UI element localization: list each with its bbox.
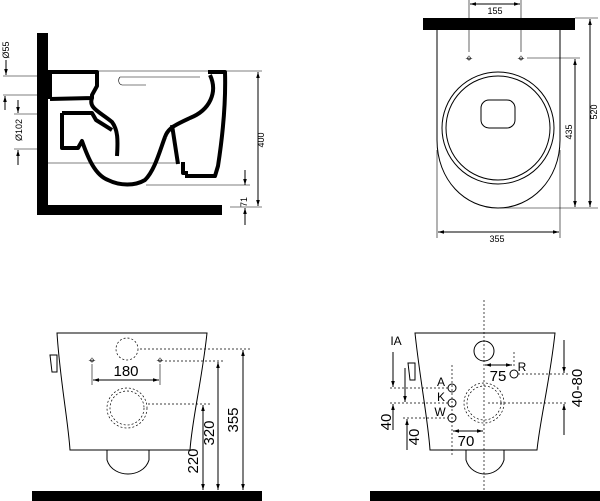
rim-detail [118,76,200,86]
flush-connector [49,354,58,373]
label-180: 180 [113,363,138,380]
fixing-point-right: ⌖ [157,353,164,367]
bowl-front [56,332,208,451]
label-71: 71 [239,197,249,207]
label-155: 155 [487,6,502,16]
bowl-front [414,332,556,451]
label-435: 435 [564,124,574,139]
bowl-bottom [465,450,505,475]
bowl-bottom [106,450,150,475]
label-k: K [437,390,445,404]
label-220: 220 [185,448,202,473]
top-view: ⌖ ⌖ 155 520 435 355 [423,0,599,244]
fixing-point-left: ⌖ [89,353,96,367]
floor [32,491,262,501]
label-320: 320 [201,420,218,445]
label-d55: Ø55 [1,41,11,58]
label-355: 355 [489,234,504,244]
seat-outline [436,30,561,209]
label-75: 75 [490,368,507,385]
bowl-opening [480,99,516,129]
fixing-hole-left: ⌖ [466,51,473,65]
wall [37,33,48,215]
flush-connector [407,362,416,381]
label-a: A [437,375,445,389]
side-view: 400 71 Ø55 Ø102 [1,33,266,225]
seat-ring [441,71,555,185]
label-d102: Ø102 [14,119,24,141]
label-355: 355 [225,407,242,432]
bowl-profile [48,70,228,187]
label-400: 400 [256,132,266,147]
floor [370,491,600,501]
label-520: 520 [589,104,599,119]
label-r: R [518,360,527,374]
label-40-80: 40-80 [569,369,586,407]
floor [37,205,222,215]
label-70: 70 [458,433,475,450]
connections-view: IA A K W R 75 70 40 40 40-80 [370,300,600,501]
label-w: W [434,405,446,419]
label-40-a: 40 [378,414,395,431]
label-40-b: 40 [406,429,423,446]
label-ia: IA [390,334,401,348]
fixing-hole-right: ⌖ [518,51,525,65]
front-view: ⌖ ⌖ 180 355 320 220 [32,332,262,501]
wall [423,18,575,30]
